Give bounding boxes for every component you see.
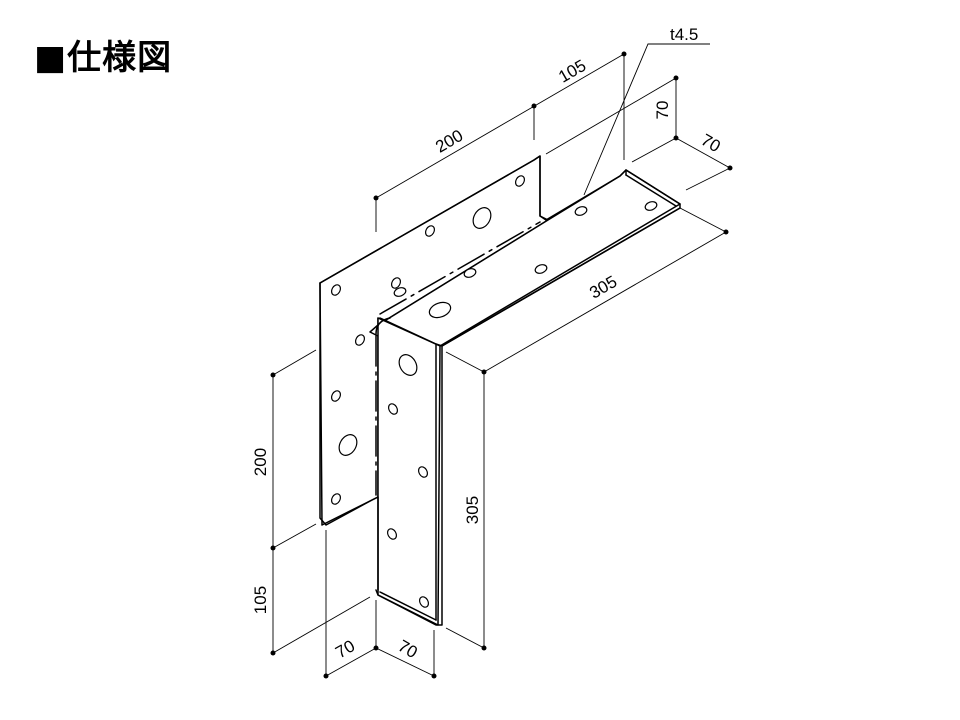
- dim-right-305: 305: [586, 272, 620, 303]
- hole: [330, 390, 342, 402]
- dim-left-105: 105: [251, 586, 270, 614]
- bracket-body: [319, 155, 681, 626]
- hole: [417, 466, 429, 478]
- dim-bottom-70-left: 70: [332, 636, 358, 662]
- bracket-holes: [330, 175, 658, 608]
- hole: [390, 277, 402, 289]
- hole: [534, 264, 548, 274]
- page-title: ■仕様図: [34, 38, 173, 78]
- dim-bottom-70-right: 70: [395, 636, 421, 662]
- hole: [514, 175, 526, 187]
- dim-bottom-305: 305: [463, 496, 482, 524]
- dim-right-70-vertical: 70: [653, 101, 672, 120]
- hole: [463, 268, 477, 278]
- hole: [644, 201, 658, 211]
- dim-thickness: t4.5: [670, 25, 698, 44]
- hole: [338, 434, 358, 456]
- hole: [330, 493, 342, 505]
- hole: [472, 207, 492, 229]
- dimension-lines: [270, 43, 733, 679]
- hole: [354, 334, 366, 346]
- hole: [398, 354, 418, 376]
- hole: [330, 284, 342, 296]
- hole: [393, 287, 407, 297]
- hole: [428, 301, 452, 319]
- dim-left-200: 200: [251, 448, 270, 476]
- dim-top-105: 105: [555, 56, 589, 87]
- bracket-edges: [319, 155, 681, 626]
- hole: [418, 596, 430, 608]
- hole: [574, 206, 588, 216]
- hole: [386, 528, 398, 540]
- hole: [387, 403, 399, 415]
- dim-top-200: 200: [432, 126, 466, 157]
- hole: [424, 225, 436, 237]
